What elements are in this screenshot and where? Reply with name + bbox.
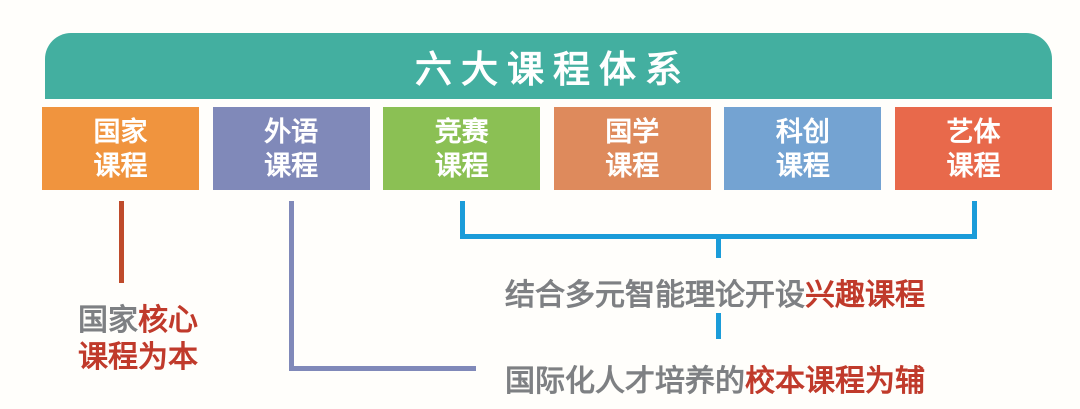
- course-box-label-line2: 课程: [93, 150, 148, 181]
- connector-bracket-right-vertical: [972, 201, 977, 239]
- course-box-label-line2: 课程: [434, 150, 489, 181]
- course-box-label-line2: 课程: [264, 150, 319, 181]
- connector-bracket-stub-bottom: [716, 313, 721, 339]
- connector-bracket-horizontal: [460, 234, 977, 239]
- annotation-interest-courses: 结合多元智能理论开设兴趣课程: [505, 270, 925, 314]
- annotation-gray-text: 结合多元智能理论开设: [505, 279, 805, 312]
- connector-national-vertical: [119, 201, 124, 283]
- course-box-foreign-language: 外语 课程: [212, 107, 370, 190]
- annotation-red-text: 核心: [138, 304, 198, 337]
- connector-bracket-left-vertical: [460, 201, 465, 239]
- annotation-national-line2: 课程为本: [78, 339, 198, 376]
- annotation-gray-text: 国际化人才培养的: [505, 365, 745, 398]
- connector-foreign-vertical: [289, 201, 294, 371]
- course-box-label-line1: 国家: [93, 116, 148, 147]
- page-title: 六大课程体系: [415, 49, 691, 90]
- annotation-national-core: 国家核心 课程为本: [78, 302, 198, 376]
- course-box-label-line2: 课程: [605, 150, 660, 181]
- course-box-label-line1: 外语: [264, 116, 319, 147]
- annotation-red-text: 校本课程为辅: [745, 365, 925, 398]
- course-box-label-line1: 竞赛: [434, 116, 489, 147]
- course-box-label-line1: 科创: [775, 116, 830, 147]
- connector-bracket-stub-top: [716, 239, 721, 258]
- connector-foreign-horizontal: [289, 366, 476, 371]
- annotation-red-text: 课程为本: [78, 341, 198, 374]
- course-box-national: 国家 课程: [42, 107, 199, 190]
- course-box-label-line1: 国学: [605, 116, 660, 147]
- annotation-gray-text: 国家: [78, 304, 138, 337]
- header-banner: 六大课程体系: [45, 33, 1052, 99]
- course-box-arts-sports: 艺体 课程: [894, 107, 1052, 190]
- annotation-national-line1: 国家核心: [78, 302, 198, 339]
- course-box-label-line1: 艺体: [946, 116, 1001, 147]
- course-box-label-line2: 课程: [775, 150, 830, 181]
- annotation-school-based-courses: 国际化人才培养的校本课程为辅: [505, 356, 925, 400]
- course-box-science-innovation: 科创 课程: [724, 107, 882, 190]
- course-box-chinese-studies: 国学 课程: [553, 107, 711, 190]
- course-box-label-line2: 课程: [946, 150, 1001, 181]
- course-box-competition: 竞赛 课程: [383, 107, 541, 190]
- annotation-red-text: 兴趣课程: [805, 279, 925, 312]
- course-box-row: 国家 课程 外语 课程 竞赛 课程 国学 课程 科创 课程 艺体 课程: [42, 107, 1052, 190]
